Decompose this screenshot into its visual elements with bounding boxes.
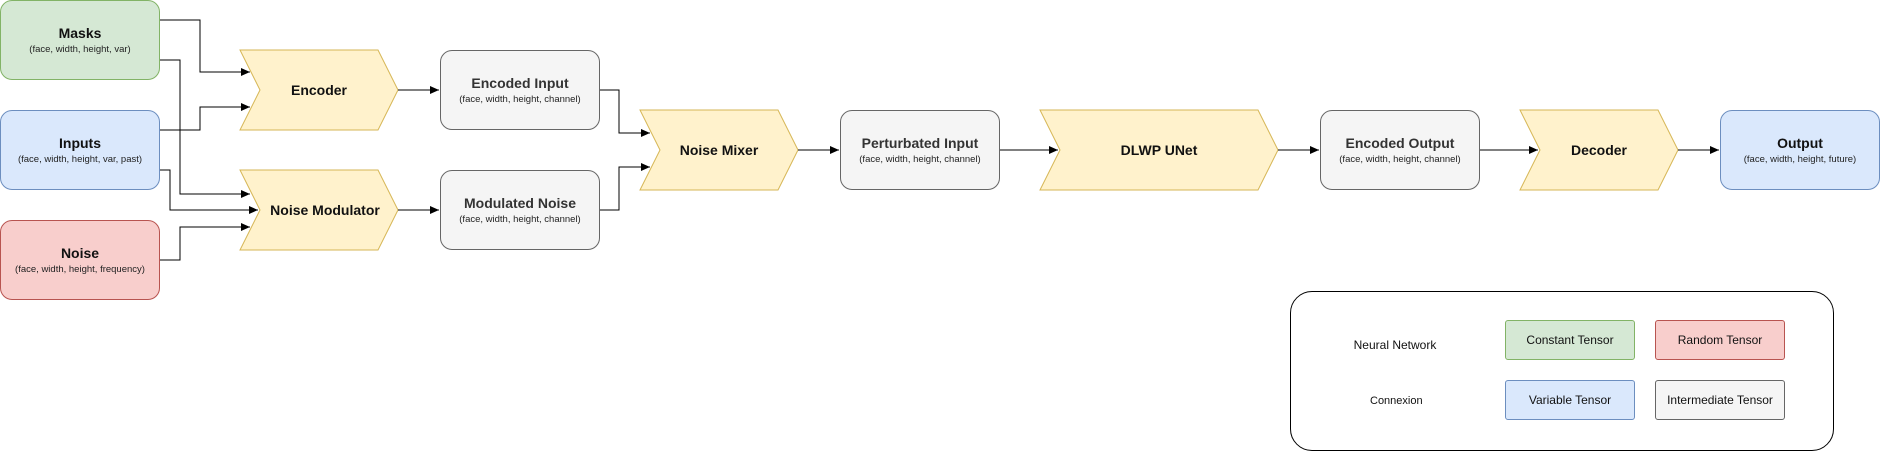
encoded-output-subtitle: (face, width, height, channel) [1339,153,1461,165]
modulated-noise-subtitle: (face, width, height, channel) [459,213,581,225]
perturbated-input-node: Perturbated Input (face, width, height, … [840,110,1000,190]
masks-subtitle: (face, width, height, var) [29,43,131,55]
encoded-input-node: Encoded Input (face, width, height, chan… [440,50,600,130]
noise-mixer-label: Noise Mixer [679,142,759,158]
legend-neural-network-label: Neural Network [1353,338,1437,352]
inputs-subtitle: (face, width, height, var, past) [17,153,143,165]
legend-intermediate-tensor: Intermediate Tensor [1655,380,1785,420]
output-title: Output [1777,134,1823,151]
edge-inputs-encoder [160,103,250,131]
inputs-title: Inputs [59,134,101,151]
edge-noise-noise-modulator [160,223,250,261]
noise-modulator-shape [239,169,399,251]
edge-masks-noise-modulator [160,59,250,198]
edge-encoded-input-noise-mixer [600,89,650,137]
perturbated-input-title: Perturbated Input [861,134,979,151]
output-node: Output (face, width, height, future) [1720,110,1880,190]
modulated-noise-title: Modulated Noise [463,194,576,211]
noise-subtitle: (face, width, height, frequency) [15,263,145,275]
edge-inputs-noise-modulator [160,169,258,214]
dlwp-unet-label: DLWP UNet [1120,142,1198,158]
edge-modulated-noise-noise-mixer [600,163,650,211]
masks-title: Masks [58,24,102,41]
modulated-noise-node: Modulated Noise (face, width, height, ch… [440,170,600,250]
dlwp-unet-shape [1039,109,1279,191]
encoder-shape [239,49,399,131]
legend-constant-tensor: Constant Tensor [1505,320,1635,360]
decoder-shape [1519,109,1679,191]
masks-node: Masks (face, width, height, var) [0,0,160,80]
noise-modulator-label: Noise Modulator [270,202,380,218]
output-subtitle: (face, width, height, future) [1743,153,1857,165]
legend-connexion-label: Connexion [1370,395,1423,407]
legend [1290,291,1834,451]
noise-title: Noise [60,244,100,261]
encoder-label: Encoder [290,82,347,98]
encoded-output-title: Encoded Output [1345,134,1455,151]
legend-random-tensor: Random Tensor [1655,320,1785,360]
perturbated-input-subtitle: (face, width, height, channel) [859,153,981,165]
decoder-label: Decoder [1570,142,1628,158]
inputs-node: Inputs (face, width, height, var, past) [0,110,160,190]
encoded-input-subtitle: (face, width, height, channel) [459,93,581,105]
edge-masks-encoder [160,19,250,76]
encoded-input-title: Encoded Input [471,74,569,91]
encoded-output-node: Encoded Output (face, width, height, cha… [1320,110,1480,190]
noise-mixer-shape [639,109,799,191]
legend-variable-tensor: Variable Tensor [1505,380,1635,420]
noise-node: Noise (face, width, height, frequency) [0,220,160,300]
